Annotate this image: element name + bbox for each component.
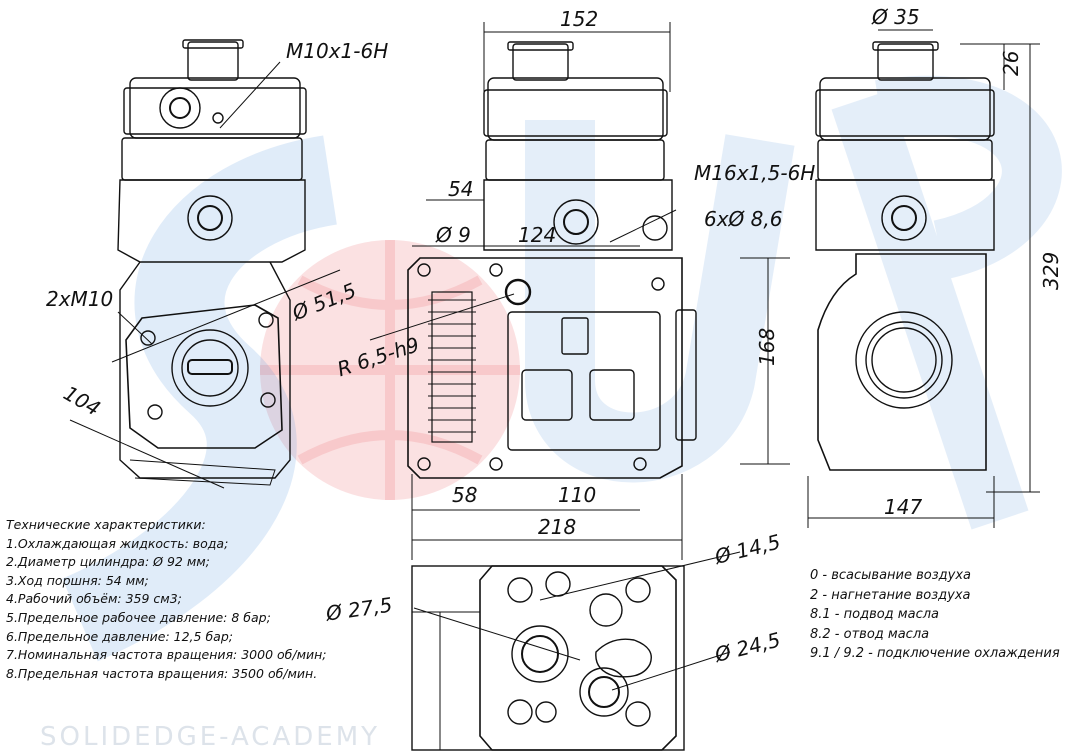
spec-item: 5.Предельное рабочее давление: 8 бар; bbox=[6, 609, 271, 625]
globe-meridians bbox=[260, 240, 520, 500]
blue-swoosh-s bbox=[61, 135, 338, 662]
center-inlet-pipe bbox=[512, 43, 569, 81]
crank-interior bbox=[507, 311, 661, 451]
center-view bbox=[407, 41, 697, 479]
left-view bbox=[117, 39, 307, 486]
dim-m16: M16x1,5-6H bbox=[694, 161, 815, 185]
right-bearing-boss bbox=[855, 311, 953, 409]
right-view bbox=[815, 41, 995, 471]
dim-329: 329 bbox=[1039, 252, 1063, 290]
dim-holes: 6xØ 8,6 bbox=[704, 207, 782, 231]
dim-218: 218 bbox=[538, 515, 576, 539]
left-shaft-bore bbox=[171, 329, 249, 407]
technical-specs: Технические характеристики: 1.Охлаждающа… bbox=[6, 516, 386, 683]
center-port-m16 bbox=[642, 215, 668, 241]
dim-58: 58 bbox=[452, 483, 477, 507]
port-2-outlet bbox=[579, 667, 629, 717]
spec-item: 6.Предельное давление: 12,5 бар; bbox=[6, 628, 233, 644]
dim-d9: Ø 9 bbox=[435, 223, 471, 247]
dim-124: 124 bbox=[518, 223, 556, 247]
oil-cover bbox=[595, 638, 652, 678]
dim-104: 104 bbox=[59, 381, 104, 421]
specs-title: Технические характеристики: bbox=[6, 517, 206, 532]
right-inlet-pipe bbox=[877, 43, 934, 81]
left-crankcase bbox=[119, 261, 291, 479]
port-0-inlet bbox=[511, 625, 569, 683]
center-crankcase-outline bbox=[407, 257, 683, 479]
dim-d35: Ø 35 bbox=[871, 5, 920, 29]
blue-swoosh-r bbox=[831, 75, 1062, 530]
spec-item: 4.Рабочий объём: 359 см3; bbox=[6, 591, 182, 607]
dim-54: 54 bbox=[448, 177, 473, 201]
bottom-plate bbox=[479, 565, 677, 751]
left-head-cover bbox=[129, 77, 301, 139]
spec-item: 1.Охлаждающая жидкость: вода; bbox=[6, 535, 229, 551]
spec-item: 2.Диаметр цилиндра: Ø 92 мм; bbox=[6, 554, 210, 570]
right-crankcase bbox=[817, 253, 987, 471]
port-legend: 0 - всасывание воздуха 2 - нагнетание во… bbox=[810, 566, 1078, 664]
dim-168: 168 bbox=[755, 328, 779, 366]
legend-item: 0 - всасывание воздуха bbox=[810, 568, 971, 583]
bottom-view bbox=[411, 565, 685, 751]
brand-watermark bbox=[61, 75, 1062, 662]
legend-item: 8.1 - подвод масла bbox=[810, 607, 940, 623]
dim-d145: Ø 14,5 bbox=[711, 529, 782, 569]
left-inlet-pipe bbox=[187, 41, 239, 81]
shaft-end bbox=[504, 278, 532, 306]
left-port-m10x1 bbox=[159, 87, 201, 129]
dim-147: 147 bbox=[884, 495, 922, 519]
watermark-text: SOLIDEDGE-ACADEMY bbox=[40, 722, 381, 752]
dimension-lines bbox=[69, 22, 1040, 691]
spec-item: 7.Номинальная частота вращения: 3000 об/… bbox=[6, 647, 327, 663]
dim-m10: 2xM10 bbox=[46, 287, 113, 311]
red-globe bbox=[260, 240, 520, 500]
gear bbox=[431, 291, 473, 443]
blue-swoosh-u bbox=[525, 120, 795, 483]
dim-110: 110 bbox=[558, 483, 596, 507]
dim-m10x1: M10x1-6H bbox=[286, 39, 388, 63]
spec-item: 8.Предельная частота вращения: 3500 об/м… bbox=[6, 665, 318, 681]
legend-item: 8.2 - отвод масла bbox=[810, 626, 930, 642]
legend-item: 9.1 / 9.2 - подключение охлаждения bbox=[810, 646, 1060, 662]
dim-152: 152 bbox=[560, 7, 598, 31]
dim-26: 26 bbox=[999, 51, 1023, 76]
left-mount-flange bbox=[125, 304, 283, 449]
spec-item: 3.Ход поршня: 54 мм; bbox=[6, 572, 149, 588]
dim-d245: Ø 24,5 bbox=[711, 627, 782, 667]
legend-item: 2 - нагнетание воздуха bbox=[810, 587, 971, 603]
